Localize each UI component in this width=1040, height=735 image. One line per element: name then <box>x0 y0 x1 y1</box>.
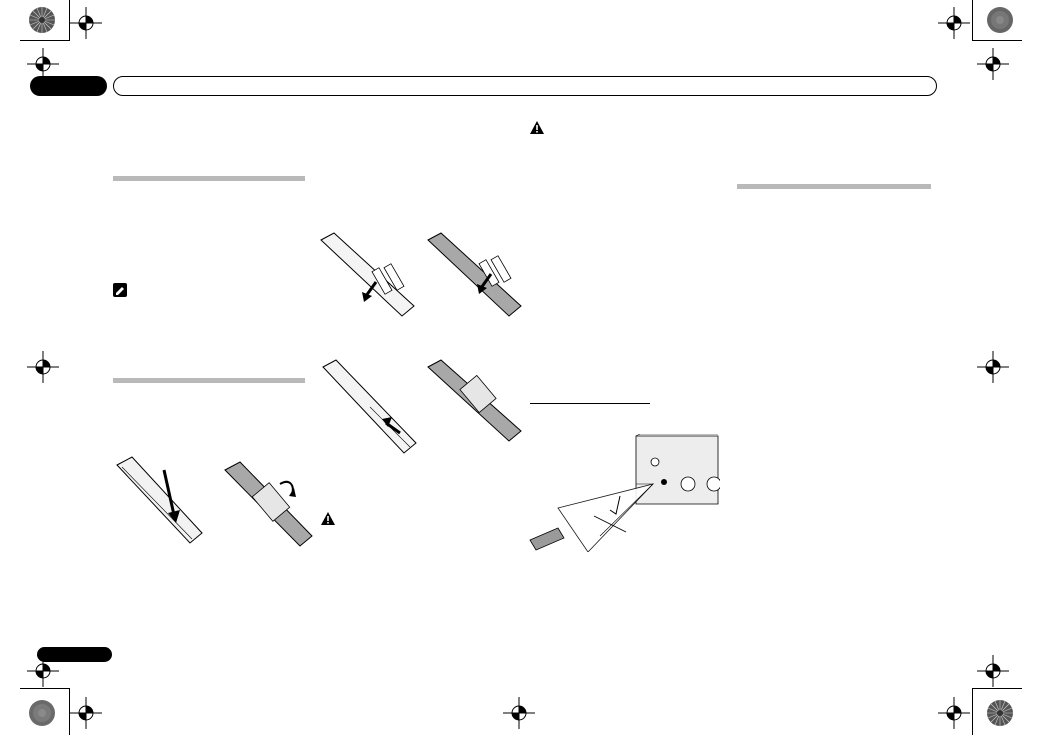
registration-mark-icon <box>977 48 1009 80</box>
registration-mark-icon <box>27 48 59 80</box>
remote-insert-batteries-illustration <box>320 232 415 317</box>
color-wheel-icon <box>29 7 55 33</box>
remote-cover-closed-illustration <box>427 359 522 442</box>
crop-line <box>69 688 70 735</box>
section-heading-rule <box>737 184 931 189</box>
note-icon <box>113 283 127 297</box>
crop-line <box>972 0 973 40</box>
crop-line <box>69 0 70 40</box>
remote-close-cover-illustration <box>322 359 417 454</box>
registration-mark-icon <box>70 697 102 729</box>
registration-mark-icon <box>938 7 970 39</box>
registration-mark-icon <box>70 7 102 39</box>
remote-operating-range-illustration <box>529 434 720 552</box>
warning-icon <box>530 121 544 134</box>
color-wheel-icon <box>29 700 55 726</box>
crop-line <box>20 688 70 689</box>
registration-mark-icon <box>503 697 535 729</box>
registration-mark-icon <box>977 655 1009 687</box>
registration-mark-icon <box>27 655 59 687</box>
page-number-tab <box>37 647 112 662</box>
crop-line <box>972 40 1022 41</box>
chapter-tab <box>30 76 107 96</box>
warning-icon <box>321 512 335 525</box>
color-wheel-icon <box>987 700 1013 726</box>
remote-back-cover-illustration <box>224 461 313 547</box>
crop-line <box>972 688 1022 689</box>
crop-line <box>20 40 70 41</box>
registration-mark-icon <box>938 697 970 729</box>
underline-link[interactable] <box>530 403 650 404</box>
color-wheel-icon <box>987 7 1013 33</box>
remote-insert-batteries-illustration <box>427 232 522 317</box>
section-heading-rule <box>113 378 305 383</box>
section-heading-rule <box>113 176 305 181</box>
header-bar <box>113 76 937 96</box>
registration-mark-icon <box>977 351 1009 383</box>
registration-mark-icon <box>27 351 59 383</box>
crop-line <box>972 688 973 735</box>
remote-open-cover-illustration <box>116 456 203 544</box>
